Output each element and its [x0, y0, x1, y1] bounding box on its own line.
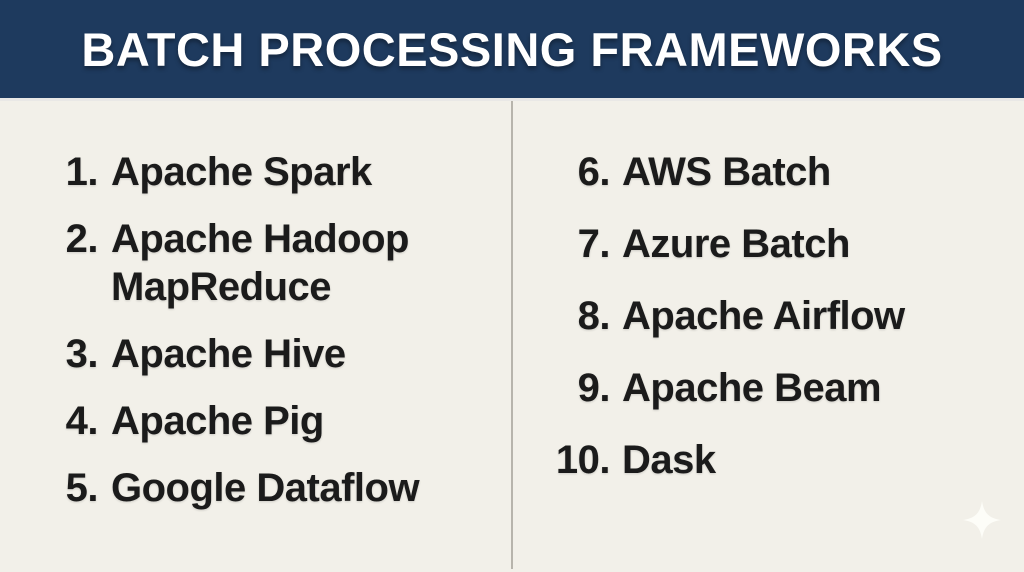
- sparkle-icon: [963, 498, 1001, 542]
- item-number: 7.: [577, 222, 611, 266]
- column-divider: [511, 101, 513, 569]
- item-label: Apache Beam: [622, 366, 882, 410]
- item-number: 3.: [65, 332, 99, 376]
- item-number: 6.: [577, 150, 611, 194]
- list-item: 8. Apache Airflow: [550, 292, 1024, 340]
- item-label: Dask: [622, 438, 716, 482]
- item-number: 9.: [577, 366, 611, 410]
- item-number: 5.: [65, 466, 99, 510]
- item-label: Apache Pig: [111, 399, 324, 443]
- list-column-right: 6. AWS Batch 7. Azure Batch 8. Apache Ai…: [512, 101, 1024, 569]
- item-label: Apache Hadoop MapReduce: [111, 217, 409, 309]
- item-number: 8.: [577, 294, 611, 338]
- item-label: Apache Spark: [111, 150, 372, 194]
- item-label: Google Dataflow: [111, 466, 420, 510]
- list-item: 2. Apache Hadoop MapReduce: [54, 215, 512, 311]
- list-column-left: 1. Apache Spark 2. Apache Hadoop MapRedu…: [0, 101, 512, 569]
- item-number: 4.: [65, 399, 99, 443]
- list-item: 7. Azure Batch: [550, 220, 1024, 268]
- slide-body: 1. Apache Spark 2. Apache Hadoop MapRedu…: [0, 101, 1024, 569]
- item-label: Apache Hive: [111, 332, 346, 376]
- item-label: AWS Batch: [622, 150, 831, 194]
- item-number: 10.: [555, 438, 611, 482]
- list-item: 3. Apache Hive: [54, 330, 512, 378]
- item-label: Azure Batch: [622, 222, 850, 266]
- item-number: 1.: [65, 150, 99, 194]
- slide-header: BATCH PROCESSING FRAMEWORKS: [0, 0, 1024, 101]
- item-label: Apache Airflow: [622, 294, 905, 338]
- list-item: 10. Dask: [550, 436, 1024, 484]
- list-item: 1. Apache Spark: [54, 148, 512, 196]
- list-item: 4. Apache Pig: [54, 397, 512, 445]
- item-number: 2.: [65, 217, 99, 261]
- list-item: 9. Apache Beam: [550, 364, 1024, 412]
- list-item: 6. AWS Batch: [550, 148, 1024, 196]
- list-item: 5. Google Dataflow: [54, 464, 512, 512]
- page-title: BATCH PROCESSING FRAMEWORKS: [81, 22, 943, 76]
